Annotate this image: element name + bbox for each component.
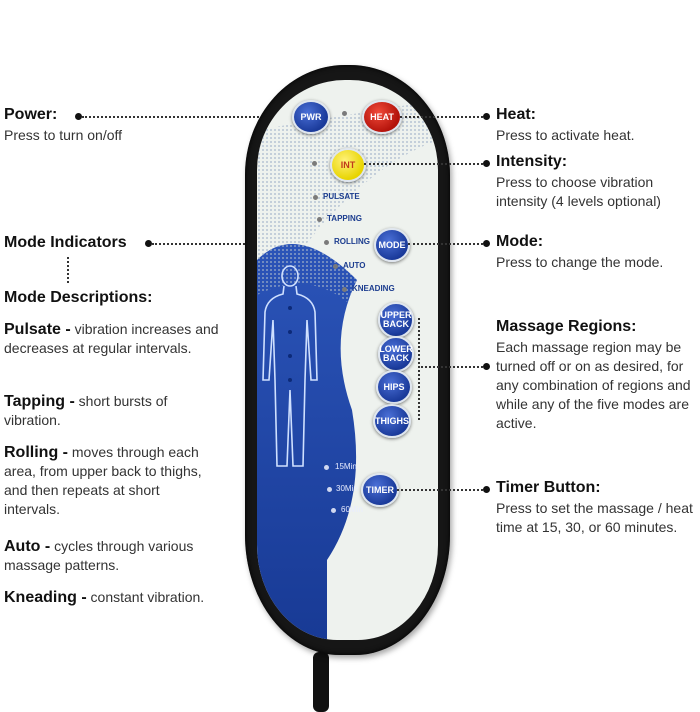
mode-text: vibration increases and decreases at reg… [4,321,219,356]
mode-text: constant vibration. [86,589,205,605]
timer-desc: Press to set the massage / heat time at … [496,500,693,535]
massage-regions-annotation: Massage Regions: Each massage region may… [496,318,696,433]
mode-indicators-title: Mode Indicators [4,234,127,251]
intensity-annotation: Intensity: Press to choose vibration int… [496,153,696,211]
mode-label-pulsate: PULSATE [323,192,360,201]
intensity-leader-line [364,163,483,165]
mode-leader-line [408,243,483,245]
mode-button[interactable]: MODE [374,228,410,262]
kneading-led [342,287,347,292]
timer-annotation: Timer Button: Press to set the massage /… [496,479,696,537]
timer-15-led [324,465,329,470]
power-title: Power: [4,106,58,123]
mode-indicators-annotation: Mode Indicators [4,234,127,252]
power-leader-line [82,116,290,118]
mode-indicators-leader-dot [145,240,152,247]
mode-text: cycles through various massage patterns. [4,538,194,573]
mode-desc: Press to change the mode. [496,254,664,270]
heat-leader-line [400,116,483,118]
hips-button[interactable]: HIPS [376,370,412,404]
intensity-desc: Press to choose vibration intensity (4 l… [496,174,661,209]
mode-descriptions-title: Mode Descriptions: [4,289,153,306]
auto-led [333,264,338,269]
intensity-leader-dot [483,160,490,167]
mode-title: Mode: [496,233,544,250]
mode-indicators-leader-line [152,243,317,245]
blue-region [257,244,357,640]
remote-cable [313,652,329,712]
heat-leader-dot [483,113,490,120]
timer-60-led [331,508,336,513]
power-annotation: Power: Press to turn on/off [4,106,122,145]
tapping-led [317,217,322,222]
mode-desc-auto: Auto - cycles through various massage pa… [4,537,219,575]
massage-regions-title: Massage Regions: [496,318,637,335]
halftone-band [257,100,438,320]
mode-name: Rolling - [4,444,68,461]
power-leader-dot [75,113,82,120]
timer-label-15: 15Min [335,462,357,471]
mode-label-rolling: ROLLING [334,237,370,246]
heat-button[interactable]: HEAT [362,100,402,134]
pulsate-led [313,195,318,200]
intensity-title: Intensity: [496,153,568,170]
power-led [342,111,347,116]
mode-label-tapping: TAPPING [327,214,362,223]
mode-annotation: Mode: Press to change the mode. [496,233,696,272]
mode-name: Auto - [4,538,51,555]
rolling-led [324,240,329,245]
intensity-button[interactable]: INT [330,148,366,182]
power-desc: Press to turn on/off [4,127,123,143]
regions-leader-line [418,366,483,368]
mode-label-kneading: KNEADING [352,284,395,293]
timer-label-30: 30Min [336,484,358,493]
upper-back-button[interactable]: UPPER BACK [378,302,414,338]
mode-desc-kneading: Kneading - constant vibration. [4,588,219,607]
blue-region-halftone [257,244,357,302]
regions-bracket [418,318,420,420]
timer-leader-dot [483,486,490,493]
power-button[interactable]: PWR [292,100,330,134]
mode-text: moves through each area, from upper back… [4,444,202,517]
regions-leader-dot [483,363,490,370]
intensity-led [312,161,317,166]
timer-button[interactable]: TIMER [361,473,399,507]
heat-desc: Press to activate heat. [496,127,635,143]
thighs-button[interactable]: THIGHS [373,404,411,438]
timer-title: Timer Button: [496,479,601,496]
mode-desc-tapping: Tapping - short bursts of vibration. [4,392,219,430]
panel-graphics [257,100,438,640]
timer-label-60: 60Min [341,505,363,514]
mode-desc-rolling: Rolling - moves through each area, from … [4,443,219,519]
mode-name: Pulsate - [4,321,71,338]
heat-title: Heat: [496,106,537,123]
heat-annotation: Heat: Press to activate heat. [496,106,696,145]
lower-back-button[interactable]: LOWER BACK [378,336,414,372]
mode-leader-dot [483,240,490,247]
body-figure-icon [262,265,318,467]
mode-desc-pulsate: Pulsate - vibration increases and decrea… [4,320,219,358]
mode-indicators-vertical-leader [67,257,69,283]
timer-30-led [327,487,332,492]
mode-label-auto: AUTO [343,261,366,270]
mode-name: Tapping - [4,393,75,410]
mode-descriptions-annotation: Mode Descriptions: [4,289,152,307]
timer-leader-line [397,489,483,491]
mode-name: Kneading - [4,589,87,606]
massage-regions-desc: Each massage region may be turned off or… [496,339,691,431]
mode-text: short bursts of vibration. [4,393,168,428]
